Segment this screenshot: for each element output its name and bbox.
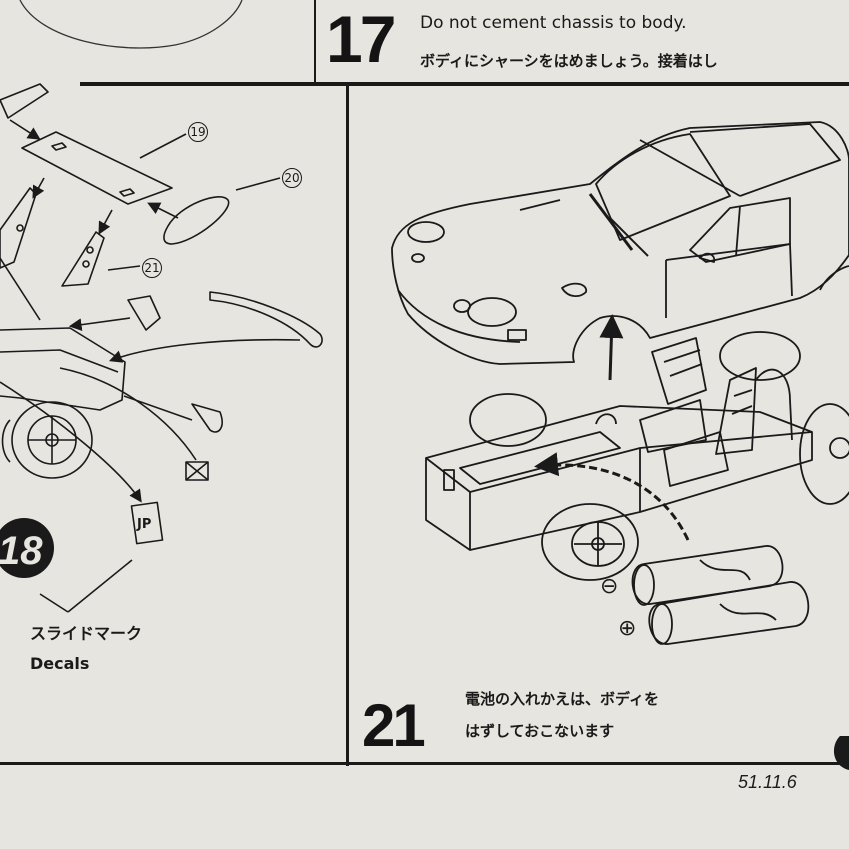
svg-text:JP: JP	[136, 517, 151, 532]
footer-date: 51.11.6	[738, 772, 797, 792]
part-callout-20: 20	[282, 168, 302, 188]
step21-number: 21	[362, 692, 426, 759]
decals-label-english: Decals	[30, 654, 90, 673]
part-callout-19: 19	[188, 122, 208, 142]
step17-header-divider	[314, 0, 316, 82]
battery-minus-symbol: ⊖	[600, 574, 619, 599]
exploded-parts-drawing: JP	[0, 83, 323, 613]
part-callout-21: 21	[142, 258, 162, 278]
chassis-drawing	[425, 331, 849, 581]
step18-badge: 18	[0, 518, 54, 578]
body-fit-arrow	[599, 314, 624, 381]
step17-number: 17	[326, 2, 396, 76]
step17-japanese-text: ボディにシャーシをはめましょう。接着はし	[420, 52, 718, 70]
car-body-drawing	[391, 121, 849, 365]
step21-text-line1: 電池の入れかえは、ボディを	[465, 690, 659, 708]
step17-english-text: Do not cement chassis to body.	[420, 13, 687, 33]
battery-plus-symbol: ⊕	[618, 616, 637, 641]
previous-step-circle-arc	[19, 0, 243, 49]
bottom-divider-line	[0, 762, 849, 765]
corner-mark	[833, 736, 849, 770]
step18-number: 18	[0, 529, 43, 573]
top-divider-line	[80, 82, 849, 86]
step21-text-line2: はずしておこないます	[465, 722, 615, 740]
panel-divider-line	[346, 84, 349, 766]
batteries-drawing	[631, 545, 810, 645]
decals-label-japanese: スライドマーク	[30, 624, 143, 643]
